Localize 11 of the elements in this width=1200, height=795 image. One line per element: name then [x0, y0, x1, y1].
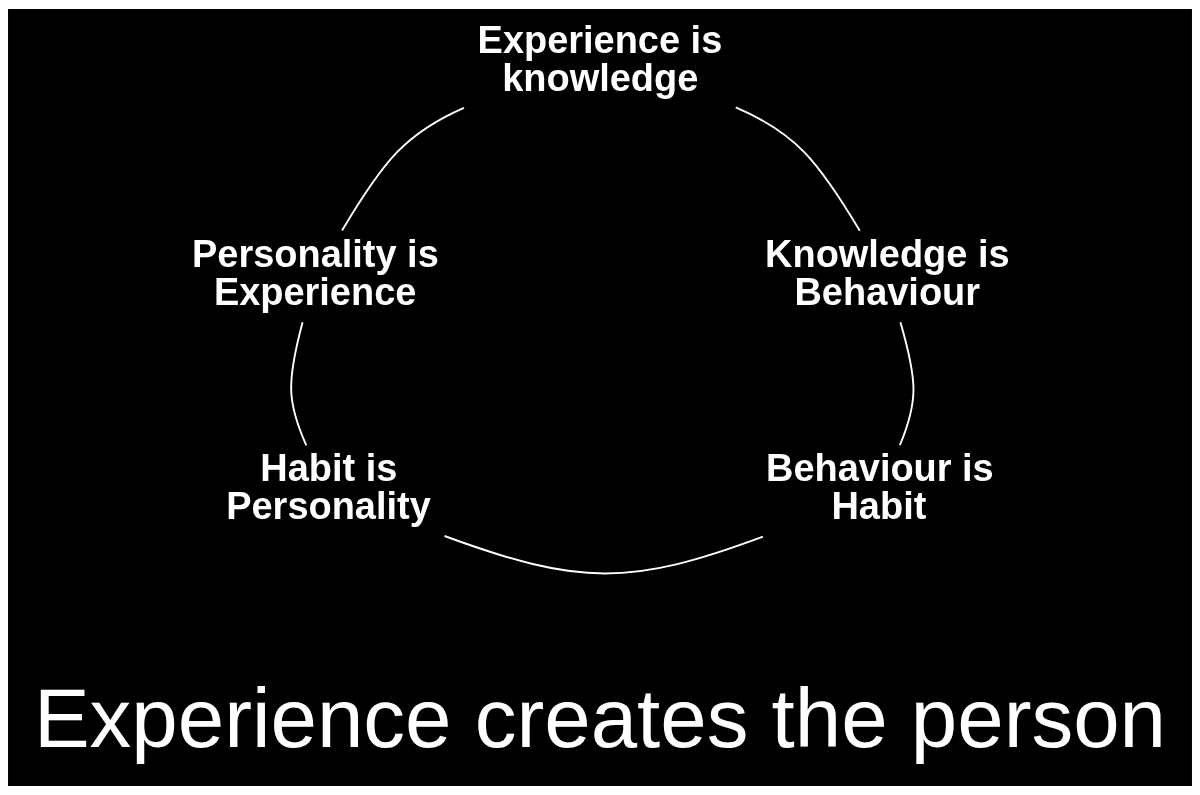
connector — [898, 321, 915, 447]
node-text: Personality is Experience — [192, 233, 439, 313]
connector — [341, 106, 465, 232]
connector — [290, 321, 308, 447]
connector — [734, 106, 861, 232]
node-text: Knowledge is Behaviour — [765, 233, 1010, 313]
caption: Experience creates the person — [33, 670, 1167, 765]
node-text: Habit is Personality — [226, 447, 431, 528]
node-text: Behaviour is Habit — [766, 447, 994, 528]
connector — [443, 535, 764, 575]
node-text: Experience is knowledge — [477, 18, 723, 99]
